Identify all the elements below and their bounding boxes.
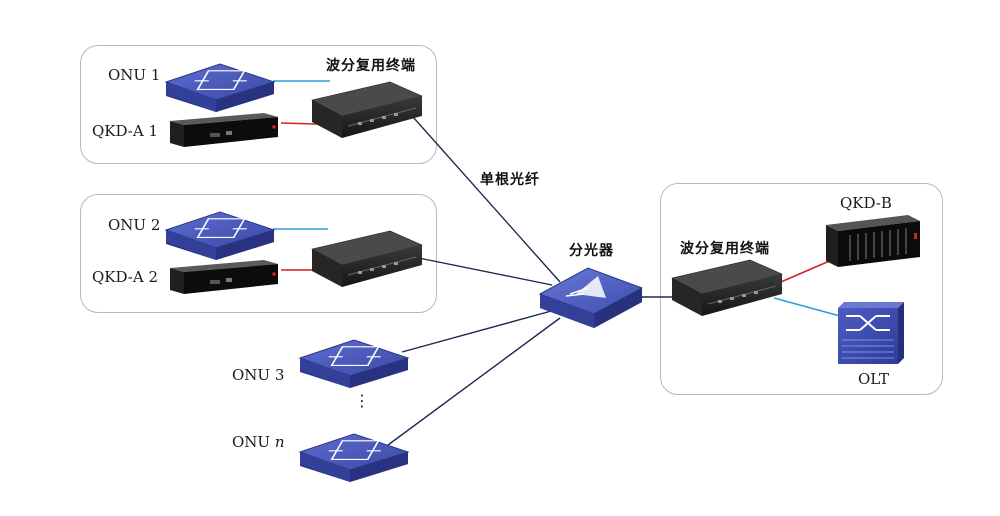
onu-n-device — [299, 433, 409, 483]
link-wdm3-olt — [773, 297, 841, 317]
qkdb-device — [826, 215, 920, 267]
ellipsis-vertical: ⋮ — [354, 391, 370, 410]
wdm-terminal-1 — [311, 81, 423, 139]
fiber-wdm1-splitter — [404, 107, 561, 283]
qkda-2-label: QKD-A 2 — [92, 268, 159, 286]
wdm-terminal-2 — [311, 230, 423, 288]
wdm-terminal-1-label: 波分复用终端 — [326, 58, 416, 74]
qkda-2-device — [170, 260, 278, 294]
fiber-links — [387, 107, 680, 446]
link-wdm3-qkdb — [773, 258, 835, 286]
onu-2-device — [165, 211, 275, 261]
onu-1-device — [165, 63, 275, 113]
fiber-onu3-splitter — [401, 309, 556, 353]
qkda-1-label: QKD-A 1 — [92, 122, 159, 140]
onu-n-label: ONU n — [232, 433, 285, 451]
single-fiber-label: 单根光纤 — [480, 172, 540, 188]
wdm-terminal-3 — [671, 259, 783, 317]
wdm-terminal-3-label: 波分复用终端 — [680, 241, 770, 257]
qkda-1-device — [170, 113, 278, 147]
splitter-device — [538, 267, 644, 328]
onu-n-index: n — [274, 433, 285, 451]
onu-3-device — [299, 339, 409, 389]
fiber-wdm2-splitter — [403, 254, 553, 286]
onu-3-label: ONU 3 — [232, 366, 285, 384]
onu-2-label: ONU 2 — [108, 216, 161, 234]
qkdb-label: QKD-B — [840, 194, 892, 212]
onu-n-prefix: ONU — [232, 433, 275, 451]
fiber-onun-splitter — [387, 317, 561, 446]
splitter-label: 分光器 — [569, 243, 614, 259]
onu-1-label: ONU 1 — [108, 66, 161, 84]
olt-device — [838, 302, 904, 364]
olt-label: OLT — [858, 370, 890, 388]
